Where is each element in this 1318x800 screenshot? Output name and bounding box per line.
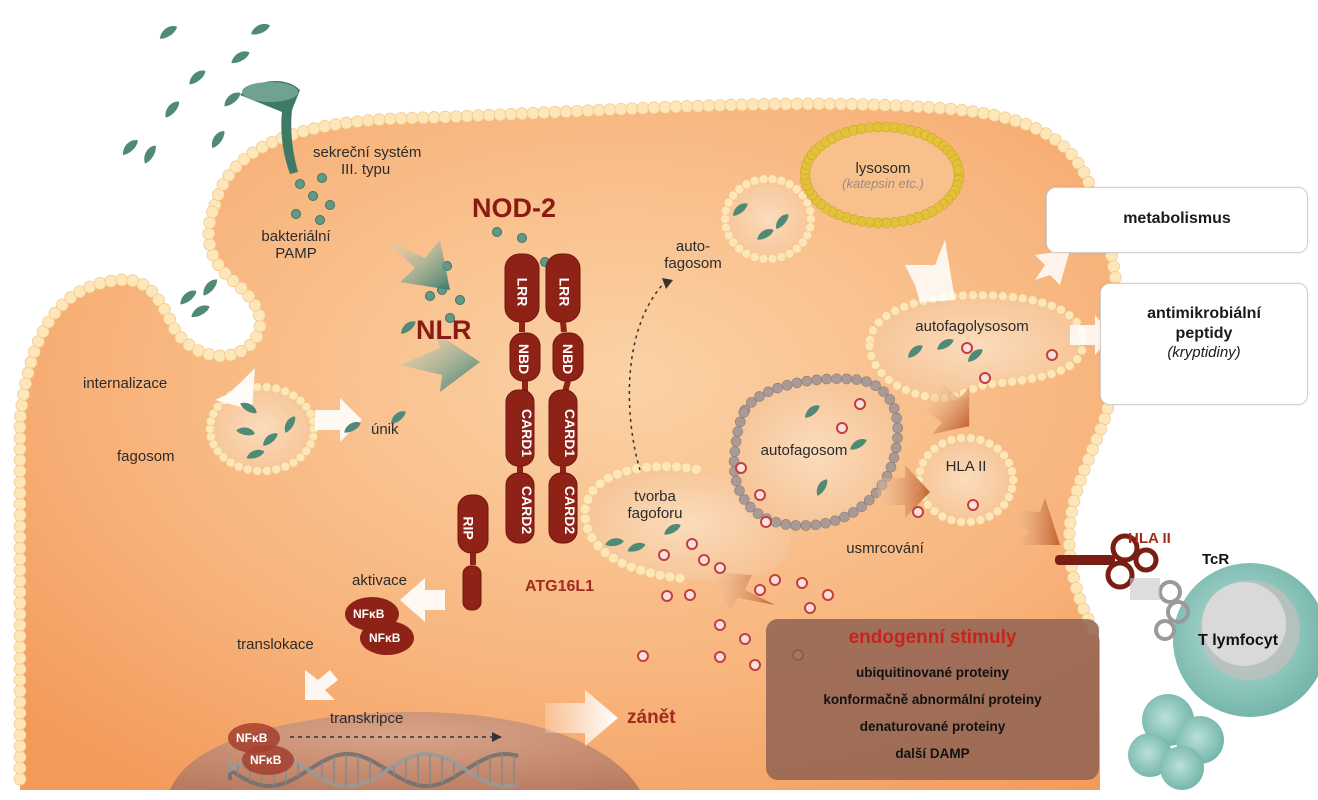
label-transcription: transkripce	[330, 710, 404, 727]
label-hla2-inner: HLA II	[945, 458, 987, 475]
endogenous-item: další DAMP	[895, 746, 970, 761]
label-bacterial-pamp: bakteriální PAMP	[261, 228, 331, 263]
label-killing: usmrcování	[846, 540, 924, 557]
label-activation: aktivace	[352, 572, 408, 589]
arrows	[215, 240, 1112, 746]
label-autophagosome: autofagosom	[760, 442, 848, 459]
label-tcr: TcR	[1202, 551, 1230, 568]
t-lymphocyte	[1173, 563, 1318, 717]
small-autophagosome	[720, 174, 816, 264]
extracellular-bacteria	[122, 23, 270, 318]
label-lysosome: lysosom (katepsin etc.)	[842, 160, 924, 192]
label-inflammation: zánět	[627, 707, 676, 728]
label-translocation: translokace	[237, 636, 314, 653]
cell-membrane	[13, 97, 1125, 786]
label-secretion-system: sekreční systém III. typu	[313, 144, 422, 179]
domain-nbd-2: NBD	[560, 343, 577, 375]
nfkb-nuclear-label-1: NFκB	[236, 731, 268, 745]
domain-card2-2: CARD2	[562, 485, 579, 535]
label-phagophore: tvorba fagoforu	[627, 488, 683, 523]
tcr-receptor-icon	[1130, 578, 1190, 641]
nfkb-label-1: NFκB	[353, 607, 385, 621]
intracellular-bacteria	[236, 203, 983, 552]
nfkb-label-2: NFκB	[369, 631, 401, 645]
label-atg16l1: ATG16L1	[525, 578, 595, 595]
label-nod2: NOD-2	[472, 193, 557, 223]
nucleus	[170, 711, 640, 790]
label-internalization: internalizace	[83, 375, 168, 392]
nfkb-complex	[345, 597, 414, 655]
dna-helix-icon	[228, 751, 519, 789]
label-escape: únik	[371, 421, 399, 438]
secreted-effectors	[291, 173, 550, 323]
label-small-autophagosome: auto- fagosom	[664, 238, 722, 273]
hla2-receptor-icon	[1055, 533, 1159, 590]
endogenous-stimuli-box: endogenní stimuly ubiquitinované protein…	[766, 619, 1099, 780]
endogenous-item: konformačně abnormální proteiny	[823, 692, 1042, 707]
nod2-proteins	[457, 253, 584, 611]
phagosome-vesicle	[205, 382, 319, 476]
label-phagosome: fagosom	[117, 448, 175, 465]
antimicrobial-box: antimikrobiální peptidy (kryptidiny)	[1100, 283, 1308, 405]
cell-cluster	[1128, 694, 1224, 790]
endogenous-title: endogenní stimuly	[848, 627, 1017, 648]
endogenous-item: denaturované proteiny	[859, 719, 1006, 734]
domain-card2-1: CARD2	[519, 485, 536, 535]
secretion-system-icon	[240, 80, 300, 174]
ubiquitin-dots	[637, 342, 1058, 671]
domain-rip: RIP	[460, 516, 477, 540]
metabolism-box: metabolismus	[1046, 187, 1308, 253]
lysosome	[799, 121, 965, 229]
label-t-lymphocyte: T lymfocyt	[1198, 632, 1279, 649]
domain-lrr-1: LRR	[514, 277, 531, 307]
label-autophagolysosome: autofagolysosom	[915, 318, 1029, 335]
domain-lrr-2: LRR	[556, 277, 573, 307]
endogenous-item: ubiquitinované proteiny	[855, 665, 1009, 680]
autophagosome	[728, 373, 904, 531]
nfkb-nuclear	[228, 723, 294, 775]
nfkb-nuclear-label-2: NFκB	[250, 753, 282, 767]
hla2-vesicle	[914, 433, 1018, 527]
domain-card1-2: CARD1	[562, 408, 579, 458]
domain-nbd-1: NBD	[516, 343, 533, 375]
label-hla2-outer: HLA II	[1128, 530, 1171, 547]
label-nlr: NLR	[416, 315, 472, 345]
domain-card1-1: CARD1	[519, 408, 536, 458]
